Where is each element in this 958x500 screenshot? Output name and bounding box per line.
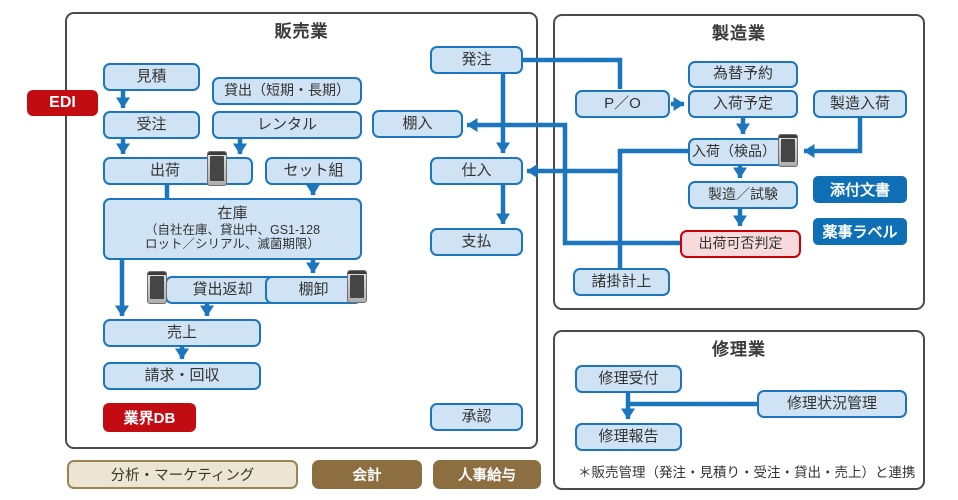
handheld-terminal-icon bbox=[207, 151, 227, 186]
node-stocktake: 棚卸 bbox=[265, 276, 362, 304]
node-quote: 見積 bbox=[103, 63, 200, 91]
section-sales-title: 販売業 bbox=[274, 22, 329, 41]
node-inventory-detail-2: ロット／シリアル、滅菌期限） bbox=[145, 237, 320, 252]
node-shelving: 棚入 bbox=[372, 110, 463, 138]
node-order-received: 受注 bbox=[103, 111, 200, 139]
pharma-label-badge: 薬事ラベル bbox=[813, 218, 907, 245]
node-approval: 承認 bbox=[430, 403, 523, 431]
node-arrival-schedule: 入荷予定 bbox=[688, 90, 798, 118]
node-inventory-detail-1: （自社在庫、貸出中、GS1-128 bbox=[144, 222, 321, 237]
node-rental: レンタル bbox=[212, 111, 362, 139]
section-manufacturing-title: 製造業 bbox=[712, 24, 766, 43]
node-mfg-testing: 製造／試験 bbox=[688, 181, 798, 209]
accounting-button: 会計 bbox=[312, 460, 422, 489]
node-repair-status: 修理状況管理 bbox=[757, 390, 907, 418]
package-insert-badge: 添付文書 bbox=[813, 176, 907, 203]
node-inventory-label: 在庫 bbox=[217, 205, 248, 222]
node-po: P／O bbox=[575, 90, 670, 118]
node-repair-report: 修理報告 bbox=[575, 423, 682, 451]
handheld-terminal-icon bbox=[778, 134, 798, 167]
node-ship-judgement: 出荷可否判定 bbox=[680, 230, 801, 258]
node-payment: 支払 bbox=[430, 228, 523, 256]
node-mfg-arrival: 製造入荷 bbox=[813, 90, 907, 118]
node-loan-return: 貸出返却 bbox=[165, 276, 280, 304]
node-sales-amount: 売上 bbox=[103, 319, 261, 347]
edi-badge: EDI bbox=[27, 90, 98, 116]
node-repair-reception: 修理受付 bbox=[575, 365, 682, 393]
node-inventory: 在庫 （自社在庫、貸出中、GS1-128 ロット／シリアル、滅菌期限） bbox=[103, 198, 362, 260]
hr-payroll-button: 人事給与 bbox=[433, 460, 541, 489]
node-exchange-reserve: 為替予約 bbox=[688, 61, 798, 88]
handheld-terminal-icon bbox=[347, 270, 367, 303]
analytics-marketing-button: 分析・マーケティング bbox=[67, 460, 298, 489]
repair-note: ＊販売管理（発注・見積り・受注・貸出・売上）と連携 bbox=[578, 465, 916, 480]
node-loan: 貸出（短期・長期） bbox=[212, 77, 362, 105]
node-billing-collection: 請求・回収 bbox=[103, 362, 261, 390]
node-ordering: 発注 bbox=[430, 46, 523, 74]
node-shipping: 出荷 bbox=[103, 157, 253, 185]
node-set-assembly: セット組 bbox=[265, 157, 362, 185]
industry-db-badge: 業界DB bbox=[103, 403, 196, 432]
node-purchase: 仕入 bbox=[430, 157, 523, 185]
section-repair-title: 修理業 bbox=[712, 340, 766, 359]
handheld-terminal-icon bbox=[147, 271, 167, 304]
node-expense-recording: 諸掛計上 bbox=[573, 268, 670, 296]
